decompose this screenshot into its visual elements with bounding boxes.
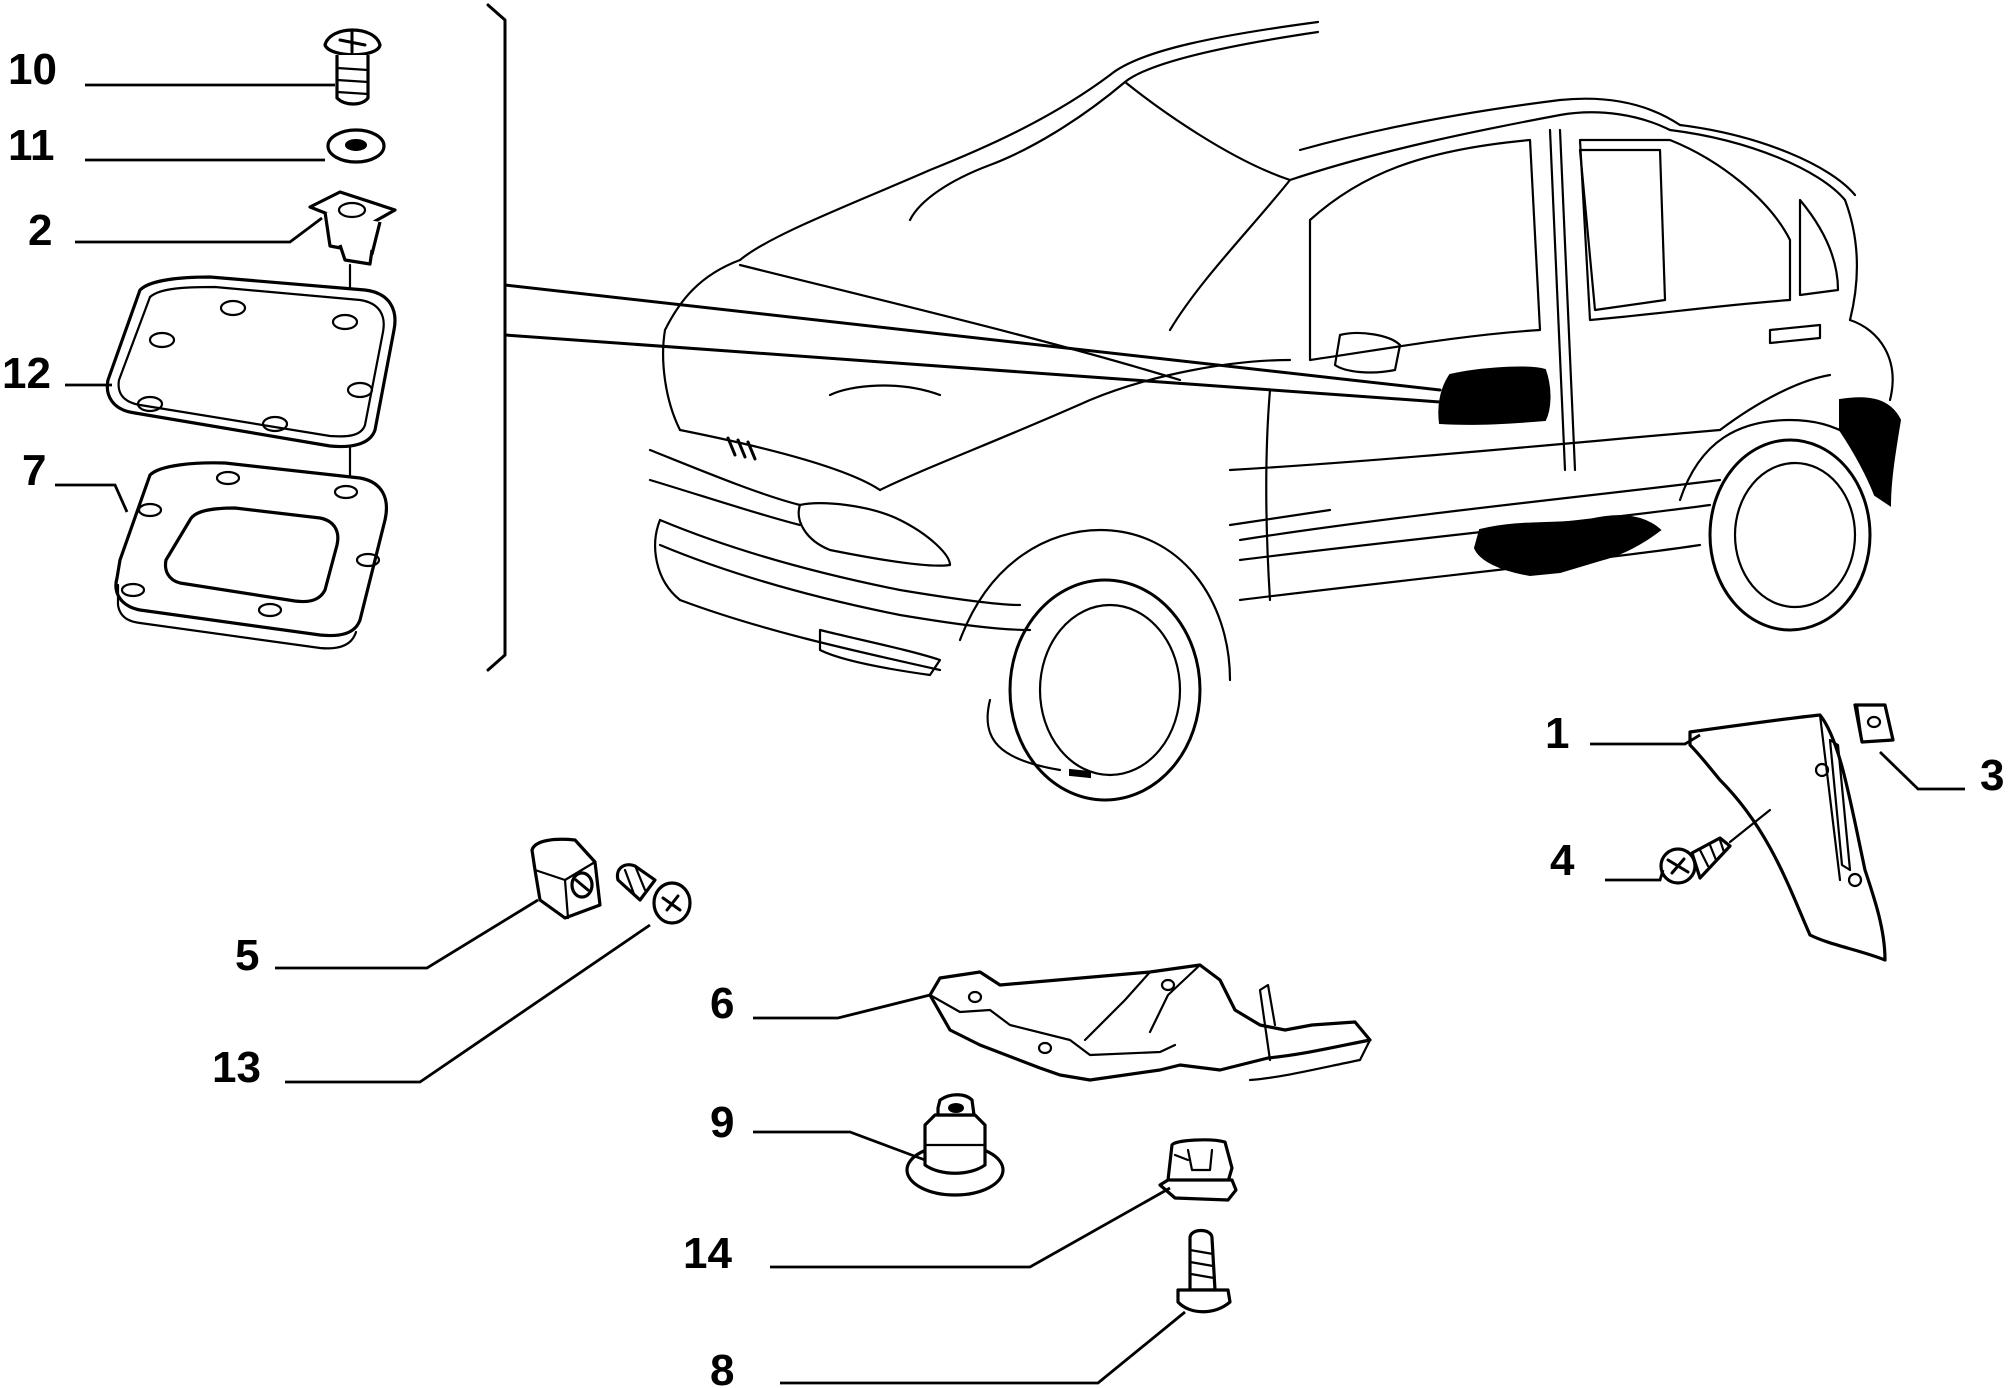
clip-part-3	[1853, 703, 1895, 744]
callout-7: 7	[22, 446, 46, 495]
car-illustration	[648, 20, 1894, 802]
callout-13: 13	[212, 1043, 261, 1092]
part-highlight-mirror-panel	[1438, 366, 1551, 425]
callout-12: 12	[2, 349, 51, 398]
callout-9: 9	[710, 1098, 734, 1147]
inset-leader-upper	[503, 283, 1442, 392]
screw-part-10	[323, 28, 382, 106]
callout-2: 2	[28, 206, 52, 255]
inset-leader-lower	[503, 333, 1442, 404]
callout-6: 6	[710, 979, 734, 1028]
washer-part-11	[326, 128, 386, 164]
clip-part-5	[530, 837, 602, 920]
part-highlight-fender-liner	[1839, 397, 1902, 507]
shield-part-6	[928, 963, 1372, 1082]
bolt-part-8	[1176, 1228, 1232, 1314]
callout-3: 3	[1980, 751, 2004, 800]
callout-4: 4	[1550, 836, 1575, 885]
frame-part-7	[114, 461, 388, 650]
leader-lines	[55, 83, 1965, 1385]
clip-part-14	[1158, 1138, 1238, 1202]
callout-10: 10	[8, 45, 57, 94]
inset-bracket	[486, 3, 507, 672]
callout-14: 14	[683, 1229, 732, 1278]
callout-11: 11	[8, 121, 55, 170]
callout-8: 8	[710, 1346, 734, 1388]
screw-part-4	[1659, 808, 1772, 885]
gasket-part-12	[105, 275, 397, 482]
callout-5: 5	[235, 931, 259, 980]
callout-1: 1	[1545, 709, 1569, 758]
part-highlight-underbody-shield	[1473, 515, 1662, 577]
grommet-part-9	[905, 1093, 1005, 1197]
screw-part-13	[615, 863, 692, 925]
bracket-part-1	[1688, 713, 1887, 962]
